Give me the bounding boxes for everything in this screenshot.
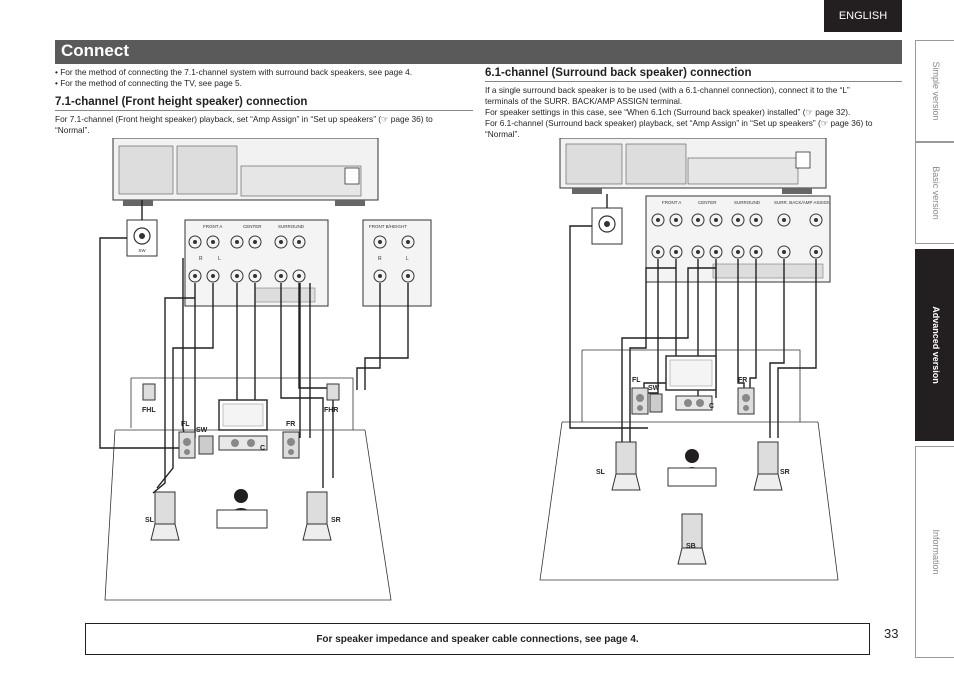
listener <box>216 489 268 529</box>
subwoofer-jack-right <box>591 207 623 245</box>
side-tab-simple[interactable]: Simple version <box>915 40 954 142</box>
right-section-title: 6.1-channel (Surround back speaker) conn… <box>485 67 752 79</box>
right-label-sw: SW <box>648 385 660 392</box>
receiver-rear-panel <box>112 138 379 206</box>
terminal-front-b-height: FRONT B/HEIGHT <box>369 224 407 229</box>
front-b-l-label: L <box>406 256 409 262</box>
left-label-fr: FR <box>286 421 295 428</box>
front-b-r-label: R <box>378 256 382 262</box>
side-tab-information[interactable]: Information <box>915 446 954 658</box>
subwoofer-jack: SW <box>126 219 158 257</box>
center-speaker: C <box>218 435 268 452</box>
right-label-fr: FR <box>738 377 747 384</box>
receiver-rear-panel-right <box>559 138 827 194</box>
terminal-front-a: FRONT A <box>203 224 222 229</box>
speaker-cables <box>99 200 409 494</box>
right-label-sb: SB <box>686 543 696 550</box>
right-section-line-2: terminals of the SURR. BACK/AMP ASSIGN t… <box>485 96 683 106</box>
speaker-sr-right: SR <box>753 441 790 491</box>
speaker-fhr: FHR <box>324 383 340 414</box>
terminal-surround: SURROUND <box>278 224 305 229</box>
speaker-sl-right: SL <box>596 441 641 491</box>
terminal-surr-back: SURR. BACK/AMP ASSIGN <box>774 200 830 205</box>
speaker-sb-right: SB <box>677 513 707 565</box>
footer-note: For speaker impedance and speaker cable … <box>85 623 870 655</box>
front-a-l-label: L <box>218 256 221 262</box>
right-label-sl: SL <box>596 469 606 476</box>
left-section-rule <box>55 110 473 111</box>
left-label-fhr: FHR <box>324 407 338 414</box>
speaker-sr: SR <box>302 491 341 541</box>
left-section-title: 7.1-channel (Front height speaker) conne… <box>55 96 308 108</box>
listener-right <box>667 449 717 487</box>
front-height-terminal-block: FRONT B/HEIGHT R L <box>362 219 432 307</box>
right-label-c: C <box>709 403 714 410</box>
side-tab-advanced[interactable]: Advanced version <box>915 249 954 441</box>
room-outline-right <box>539 349 839 581</box>
intro-bullet-1: • For the method of connecting the 7.1-c… <box>55 67 413 77</box>
speaker-sw: SW <box>196 427 214 455</box>
right-connection-diagram: FRONT A CENTER SURROUND SURR. BACK/AMP A… <box>539 138 839 581</box>
right-section-line-4: For 6.1-channel (Surround back speaker) … <box>485 118 873 128</box>
intro-bullet-2: • For the method of connecting the TV, s… <box>55 78 242 88</box>
terminal-center-right: CENTER <box>698 200 717 205</box>
page-number: 33 <box>884 626 899 641</box>
left-section-body-1: For 7.1-channel (Front height speaker) p… <box>55 114 433 124</box>
terminal-front-a-right: FRONT A <box>662 200 681 205</box>
right-section-line-3: For speaker settings in this case, see “… <box>485 107 851 117</box>
page-header: Connect <box>55 40 902 64</box>
speaker-sl: SL <box>145 491 180 541</box>
left-section-body-2: “Normal”. <box>55 125 90 135</box>
right-label-sr: SR <box>780 469 790 476</box>
speaker-fl: FL <box>178 421 196 459</box>
right-section-rule <box>485 81 902 82</box>
left-label-c: C <box>260 445 265 452</box>
tv-set <box>218 399 268 431</box>
front-a-r-label: R <box>199 256 203 262</box>
speaker-sw-right: SW <box>648 385 663 413</box>
left-connection-diagram: SW FRONT A CENTER SURROUND R L FRONT B/H… <box>99 138 432 601</box>
right-section-line-1: If a single surround back speaker is to … <box>485 85 850 95</box>
speaker-fr: FR <box>282 421 300 459</box>
side-tab-basic[interactable]: Basic version <box>915 142 954 244</box>
left-label-sl: SL <box>145 517 155 524</box>
terminal-surround-right: SURROUND <box>734 200 761 205</box>
tv-set-right <box>665 355 717 391</box>
speaker-fl-right: FL <box>631 377 649 415</box>
right-section-line-5: “Normal”. <box>485 129 520 139</box>
speaker-fr-right: FR <box>737 377 755 415</box>
left-label-fl: FL <box>181 421 190 428</box>
sw-jack-label: SW <box>138 248 146 253</box>
right-label-fl: FL <box>632 377 641 384</box>
left-label-fhl: FHL <box>142 407 156 414</box>
left-label-sr: SR <box>331 517 341 524</box>
language-tab: ENGLISH <box>824 0 902 32</box>
terminal-center: CENTER <box>243 224 262 229</box>
center-speaker-right: C <box>675 395 714 411</box>
speaker-fhl: FHL <box>142 383 156 414</box>
main-terminal-block: FRONT A CENTER SURROUND R L <box>184 219 329 307</box>
left-label-sw: SW <box>196 427 208 434</box>
page-title: Connect <box>61 41 129 60</box>
